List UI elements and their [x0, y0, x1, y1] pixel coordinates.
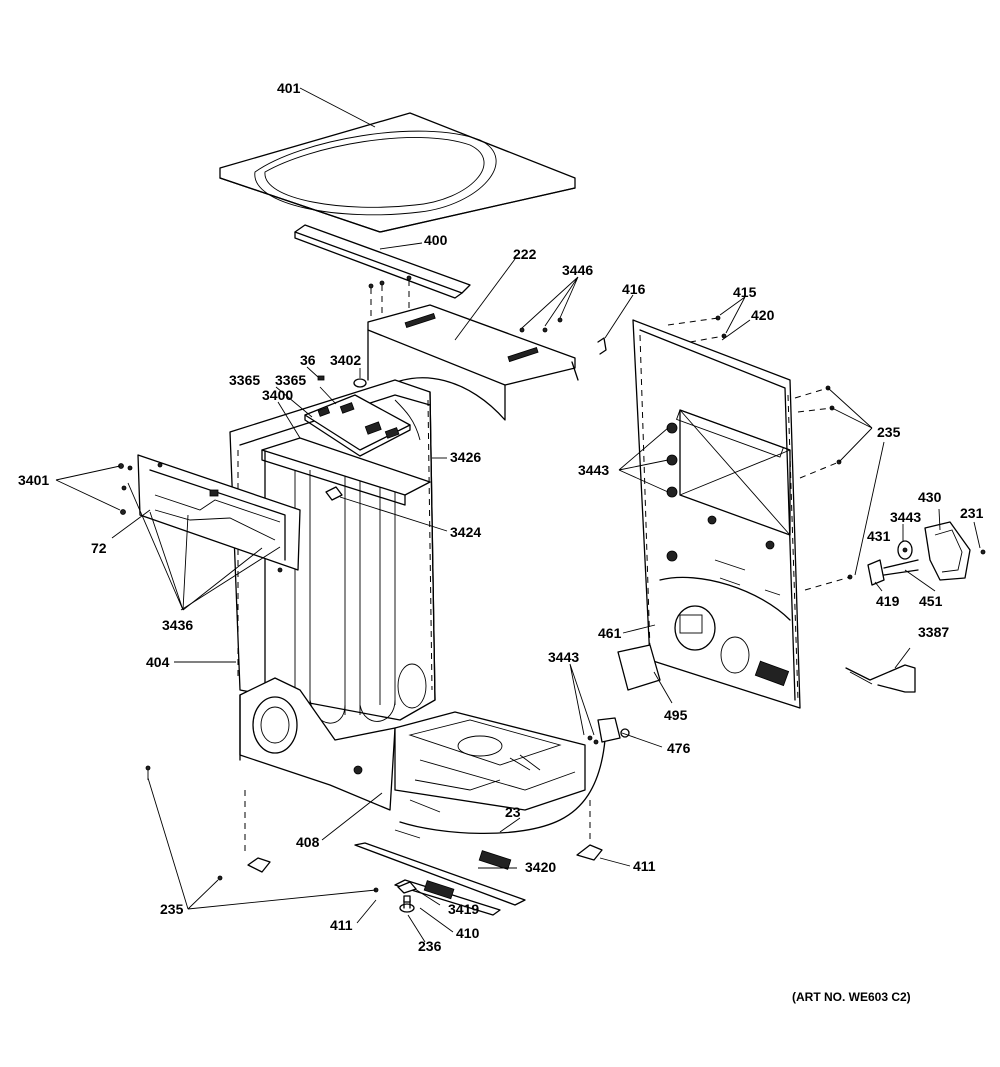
- callout-411-a: 411: [633, 858, 656, 874]
- part-411-foot-left: [244, 790, 271, 873]
- callout-3443-a: 3443: [578, 462, 609, 478]
- part-400-strip: [294, 224, 471, 299]
- callout-419: 419: [876, 593, 900, 609]
- part-476-valve: [587, 717, 630, 745]
- callout-235-b: 235: [160, 901, 184, 917]
- screws-top: [368, 275, 412, 322]
- part-3401-left-panel: [137, 454, 301, 573]
- part-3387-bracket: [845, 664, 916, 693]
- part-base-pan: [394, 711, 586, 813]
- callout-3402: 3402: [330, 352, 361, 368]
- screws-415: [667, 315, 727, 343]
- callout-430: 430: [918, 489, 942, 505]
- callout-3426: 3426: [450, 449, 481, 465]
- leader-lines: [55, 87, 981, 943]
- callout-416: 416: [622, 281, 646, 297]
- callout-3419: 3419: [448, 901, 479, 917]
- part-431-thermostat: [897, 540, 913, 560]
- callout-36: 36: [300, 352, 316, 368]
- callout-3436: 3436: [162, 617, 193, 633]
- callout-236: 236: [418, 938, 442, 954]
- part-23-harness: [394, 739, 606, 839]
- callout-401: 401: [277, 80, 301, 96]
- part-3402-knob: [353, 378, 367, 388]
- callout-235-a: 235: [877, 424, 901, 440]
- callout-420: 420: [751, 307, 775, 323]
- callout-3446: 3446: [562, 262, 593, 278]
- part-3419-strip: [394, 879, 501, 916]
- callout-labels: 401 400 222 3446 416 415 420 36 3402 336…: [18, 80, 984, 1004]
- callout-410: 410: [456, 925, 480, 941]
- callout-3401: 3401: [18, 472, 49, 488]
- callout-400: 400: [424, 232, 448, 248]
- part-36-clip: [317, 375, 325, 381]
- callout-3387: 3387: [918, 624, 949, 640]
- callout-415: 415: [733, 284, 757, 300]
- part-430-duct: [924, 521, 971, 581]
- part-236-leg: [399, 895, 415, 913]
- part-3400-control-board: [304, 394, 411, 457]
- callout-3424: 3424: [450, 524, 481, 540]
- callout-451: 451: [919, 593, 943, 609]
- screws-235-right: [794, 385, 853, 591]
- callout-72: 72: [91, 540, 107, 556]
- callout-3365-b: 3365: [275, 372, 306, 388]
- callout-222: 222: [513, 246, 537, 262]
- part-419-sensor: [867, 559, 885, 586]
- part-3424-bracket: [325, 486, 343, 501]
- screws-3446: [519, 317, 563, 333]
- part-495-bracket: [617, 644, 661, 691]
- callout-3420: 3420: [525, 859, 556, 875]
- part-401-top-panel: [219, 112, 576, 233]
- callout-404: 404: [146, 654, 170, 670]
- part-451-fuse: [883, 559, 919, 576]
- part-410-clip: [397, 881, 417, 894]
- callout-431: 431: [867, 528, 891, 544]
- callout-231: 231: [960, 505, 984, 521]
- callout-408: 408: [296, 834, 320, 850]
- callout-3443-c: 3443: [548, 649, 579, 665]
- part-411-foot-right: [576, 800, 603, 861]
- part-231-screw: [980, 549, 986, 555]
- part-416-clip: [597, 337, 607, 355]
- callout-3365-a: 3365: [229, 372, 260, 388]
- callout-3443-b: 3443: [890, 509, 921, 525]
- callout-495: 495: [664, 707, 688, 723]
- callout-411-b: 411: [330, 917, 353, 933]
- callout-3400: 3400: [262, 387, 293, 403]
- part-3420-strip: [354, 842, 526, 906]
- part-420-rear-panel: [632, 319, 801, 709]
- callout-23: 23: [505, 804, 521, 820]
- callout-461: 461: [598, 625, 622, 641]
- screws-3401: [118, 463, 133, 515]
- part-3426-crossbar: [261, 437, 431, 506]
- callout-476: 476: [667, 740, 691, 756]
- art-number: (ART NO. WE603 C2): [792, 990, 911, 1004]
